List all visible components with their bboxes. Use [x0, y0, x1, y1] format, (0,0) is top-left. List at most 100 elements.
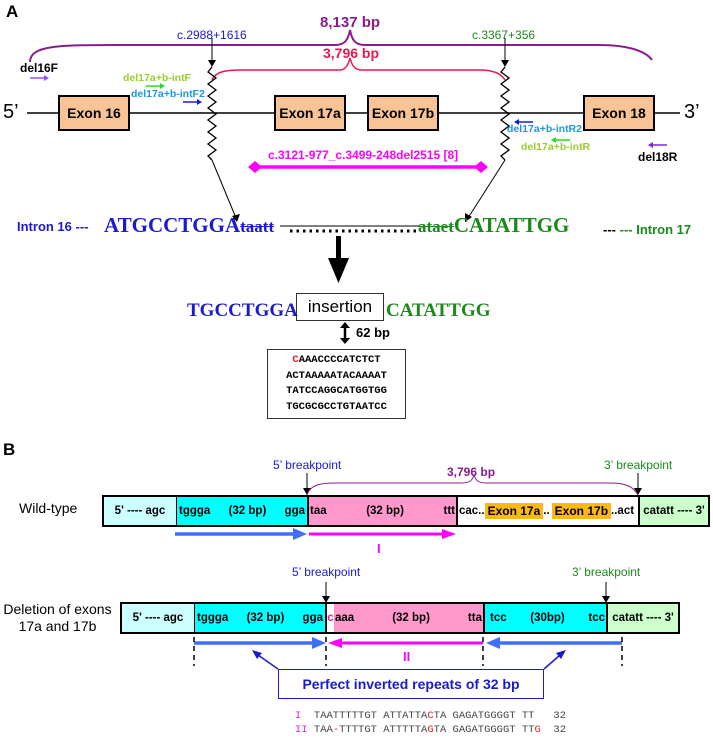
- primer-del16F: del16F: [20, 61, 59, 75]
- alignment-segment: TTTTGT ATTTTTA: [339, 724, 428, 736]
- brace-3796: [211, 57, 506, 81]
- wt-seg-flank3-text: catatt ---- 3': [643, 505, 705, 517]
- insertion-line-3: TATCCAGGCATGGTGG: [286, 385, 387, 397]
- wt-row-label: Wild-type: [19, 500, 78, 516]
- del-seg3-mid: (32 bp): [392, 612, 430, 624]
- del-row-label-2: 17a and 17b: [18, 618, 97, 634]
- alignment-segment: 32: [540, 724, 567, 736]
- del-seg-flank3: catatt ---- 3': [606, 602, 680, 634]
- del-row-label: Deletion of exons 17a and 17b: [0, 601, 115, 635]
- wt-seg-flank5: 5' ---- agc: [102, 495, 176, 527]
- breakpoint-3-label: c.3367+356: [472, 28, 536, 42]
- primer-del18R: del18R: [638, 150, 678, 164]
- del-seg3-left: aaa: [335, 612, 355, 624]
- wt-seg-repeat-blue: tggga(32 bp)gga: [176, 495, 307, 527]
- inverted-repeats-callout: Perfect inverted repeats of 32 bp: [278, 669, 544, 699]
- wt-seg4-a: cac..: [459, 505, 485, 517]
- span-total-label: 8,137 bp: [320, 14, 381, 31]
- del-seg-flank3-text: catatt ---- 3': [612, 612, 674, 624]
- wt-repeat-label: I: [377, 541, 381, 556]
- insertion-line-2: ACTAAAAATACAAAAT: [286, 369, 387, 382]
- alignment-segment: G: [427, 724, 434, 736]
- wt-seg3-mid: (32 bp): [366, 505, 404, 517]
- insertion-box: insertion: [296, 293, 384, 321]
- panel-b-label: B: [3, 440, 16, 459]
- intron16-sequence: ATGCCTGGAtaatt: [104, 213, 274, 238]
- repeat-arrow-wt-blue: [293, 528, 307, 540]
- intron16-seq-upper: ATGCCTGGA: [104, 213, 241, 237]
- wt-seg3-right: ttt: [443, 505, 455, 517]
- exon-18: Exon 18: [583, 95, 655, 131]
- primer-intF: del17a+b-intF: [123, 72, 191, 84]
- wt-seg-flank5-text: 5' ---- agc: [114, 505, 166, 517]
- primer-arrow-intF: [146, 83, 165, 89]
- intron16-label: Intron 16 ---: [17, 219, 89, 234]
- wt-span-label: 3,796 bp: [447, 465, 496, 479]
- wt-seg-repeat-pink: taa (32 bp) ttt: [307, 495, 456, 527]
- wt-seg2-left: tggga: [179, 505, 211, 517]
- del-seg4-mid: (30bp): [530, 612, 565, 624]
- primer-arrow-del18R: [648, 142, 667, 148]
- del-seg3-right: tta: [467, 612, 482, 624]
- three-prime-end: 3’: [684, 101, 700, 123]
- wt-bp5-label: 5’ breakpoint: [273, 458, 342, 472]
- primer-arrow-intR2: [514, 119, 533, 125]
- insertion-sequence-box: CAAACCCCATCTCT ACTAAAAATACAAAAT TATCCAGG…: [267, 349, 406, 419]
- exon-16: Exon 16: [58, 95, 130, 131]
- del-seg-flank5-text: 5' ---- agc: [132, 612, 184, 624]
- primer-arrow-intF2: [183, 99, 202, 105]
- alignment-segment: TA GAGATGGGGT TT: [433, 710, 535, 722]
- primer-intR: del17a+b-intR: [521, 141, 591, 153]
- del-seg-repeat-pink: aaa (32 bp) tta: [334, 602, 483, 634]
- del-seg2-mid: (32 bp): [246, 612, 285, 624]
- primer-arrow-intR: [551, 137, 570, 143]
- primer-intF2: del17a+b-intF2: [131, 88, 205, 100]
- alignment-segment: C: [427, 710, 434, 722]
- wt-exon-17a: Exon 17a: [484, 503, 544, 519]
- insertion-line-1: CAAACCCCATCTCT: [268, 353, 405, 369]
- del-insert-base: c: [327, 612, 334, 624]
- wt-exon-17b: Exon 17b: [551, 503, 612, 519]
- span-deleted-label: 3,796 bp: [323, 45, 380, 61]
- exon-17a: Exon 17a: [274, 95, 346, 131]
- del-repeat-label: II: [403, 649, 411, 664]
- repeat-alignment: I TAATTTTTGT ATTATTACTA GAGATGGGGT TT 32…: [295, 709, 566, 737]
- wt-seg3-left: taa: [310, 505, 327, 517]
- repeat-arrow-del-blue-2: [486, 637, 500, 649]
- wt-seg-flank3: catatt ---- 3': [638, 495, 710, 527]
- brace-wt-3796: [306, 473, 639, 496]
- junction-right-seq: CATATTGG: [386, 300, 491, 321]
- del-bp5-label: 5’ breakpoint: [292, 565, 361, 579]
- alignment-row-label: II: [295, 724, 314, 736]
- del-seg-repeat-blue-1: tggga (32 bp) gga: [194, 602, 325, 634]
- alignment-segment: TAA: [313, 724, 333, 736]
- breakpoint-zigzag-3: [499, 66, 511, 161]
- breakpoint-zigzag-5: [206, 66, 218, 161]
- alignment-row-label: I: [295, 710, 314, 722]
- alignment-segment: TAATTTTTGT ATTATTA: [313, 710, 428, 722]
- repeat-arrow-wt-magenta: [442, 529, 456, 539]
- wt-bp3-label: 3’ breakpoint: [604, 458, 673, 472]
- del-seg2-left: tggga: [197, 612, 229, 624]
- intron17-seq-upper: CATATTGG: [453, 213, 570, 237]
- del-bp3-label: 3’ breakpoint: [572, 565, 641, 579]
- insertion-line-4: TGCGCGCCTGTAATCC: [286, 400, 387, 413]
- del-seg-insert-base: c: [325, 602, 334, 634]
- wt-seg2-right: gga: [284, 505, 305, 517]
- breakpoint-5-label: c.2988+1616: [177, 28, 247, 42]
- panel-a-label: A: [6, 2, 19, 21]
- intron17-sequence: ataetCATATTGG: [418, 213, 569, 238]
- intron17-seq-lower: ataet: [418, 217, 454, 236]
- alignment-segment: TA GAGATGGGGT TT: [433, 724, 535, 736]
- insertion-line-1-text: AAACCCCATCTCT: [298, 354, 381, 366]
- down-arrow: [328, 258, 349, 283]
- insertion-size: 62 bp: [356, 325, 390, 340]
- alignment-rows: I TAATTTTTGT ATTATTACTA GAGATGGGGT TT 32…: [295, 709, 566, 737]
- five-prime-end: 5’: [3, 101, 19, 123]
- del-seg2-right: gga: [302, 612, 323, 624]
- repeat-arrow-del-blue-1: [312, 637, 326, 649]
- del-seg-repeat-blue-2: tcc(30bp)tcc: [483, 602, 606, 634]
- alignment-segment: 32: [534, 710, 566, 722]
- del-seg-flank5: 5' ---- agc: [120, 602, 194, 634]
